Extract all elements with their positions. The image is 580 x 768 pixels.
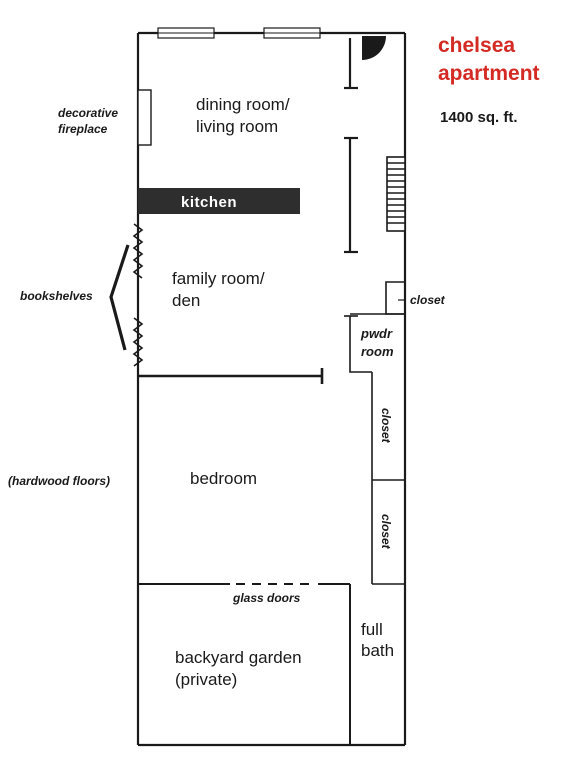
kitchen-label: kitchen bbox=[181, 194, 237, 211]
fireplace-icon bbox=[137, 89, 152, 146]
title-line2: apartment bbox=[438, 62, 540, 85]
fireplace-note-line2: fireplace bbox=[58, 122, 108, 136]
bath-label: bath bbox=[361, 641, 394, 660]
den-label: den bbox=[172, 291, 200, 310]
closet-upper-label: closet bbox=[379, 408, 393, 444]
fireplace-note-line1: decorative bbox=[58, 106, 118, 120]
living-room-label: living room bbox=[196, 117, 278, 136]
hardwood-note: (hardwood floors) bbox=[8, 474, 110, 488]
bookshelves-bracket-icon bbox=[109, 244, 130, 351]
closet-small-walls bbox=[385, 281, 405, 315]
full-label: full bbox=[361, 620, 383, 639]
bedroom-label: bedroom bbox=[190, 469, 257, 488]
glass-doors-label: glass doors bbox=[232, 591, 301, 605]
entry-door-swing bbox=[362, 36, 386, 60]
bedroom-wall bbox=[138, 368, 324, 384]
bookshelf-zigzag-icon bbox=[132, 222, 144, 368]
garden-private-label: (private) bbox=[175, 670, 237, 689]
title-line1: chelsea bbox=[438, 34, 515, 57]
stairs-icon bbox=[386, 156, 406, 232]
garden-label: backyard garden bbox=[175, 648, 302, 667]
family-room-label: family room/ bbox=[172, 269, 265, 288]
bookshelves-note: bookshelves bbox=[20, 289, 93, 303]
bedroom-closets bbox=[371, 372, 405, 585]
closet-lower-label: closet bbox=[379, 514, 393, 550]
closet-small-label: closet bbox=[410, 293, 446, 307]
pwdr-label: pwdr bbox=[360, 326, 393, 341]
garden-divider bbox=[138, 583, 351, 745]
dining-room-label: dining room/ bbox=[196, 95, 290, 114]
pwdr-room-label: room bbox=[361, 344, 394, 359]
dining-partitions bbox=[344, 38, 358, 254]
kitchen-counter bbox=[138, 188, 300, 214]
powder-room-walls bbox=[344, 313, 405, 373]
area-label: 1400 sq. ft. bbox=[440, 109, 518, 126]
